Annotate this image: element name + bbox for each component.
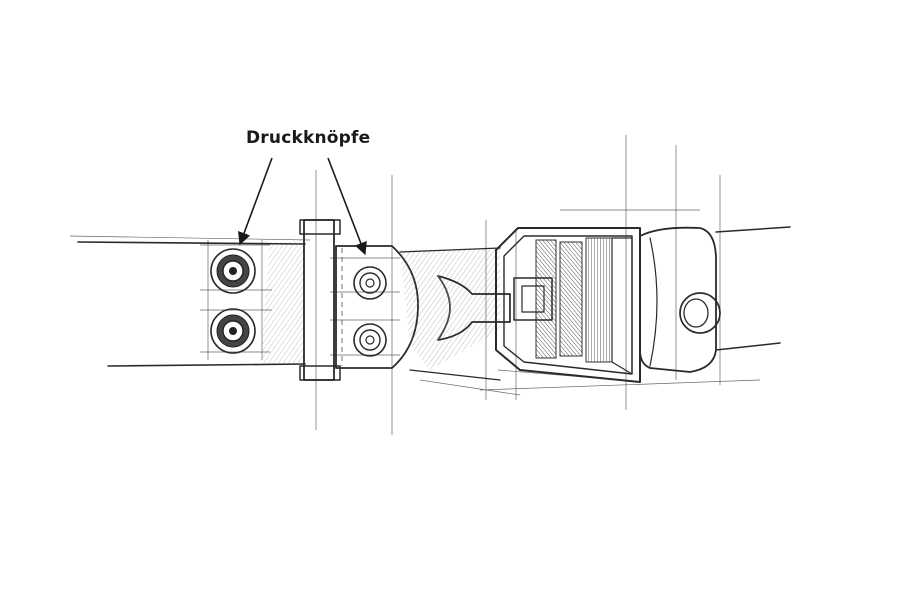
snap-button-right-bottom bbox=[353, 323, 387, 357]
callout-label: Druckknöpfe bbox=[246, 128, 371, 148]
strap-loop-bar bbox=[299, 219, 341, 381]
construction-lines bbox=[69, 135, 761, 435]
callout-arrows bbox=[238, 157, 367, 256]
right-strap bbox=[715, 226, 791, 351]
buckle-end-cap bbox=[639, 226, 717, 373]
buckle-housing bbox=[495, 227, 641, 383]
buckle-male-clip bbox=[437, 275, 511, 341]
snap-button-left-bottom bbox=[210, 308, 256, 354]
pin-button bbox=[679, 292, 721, 334]
snap-button-left-top bbox=[210, 248, 256, 294]
left-strap bbox=[77, 240, 306, 367]
snap-button-right-top bbox=[353, 266, 387, 300]
